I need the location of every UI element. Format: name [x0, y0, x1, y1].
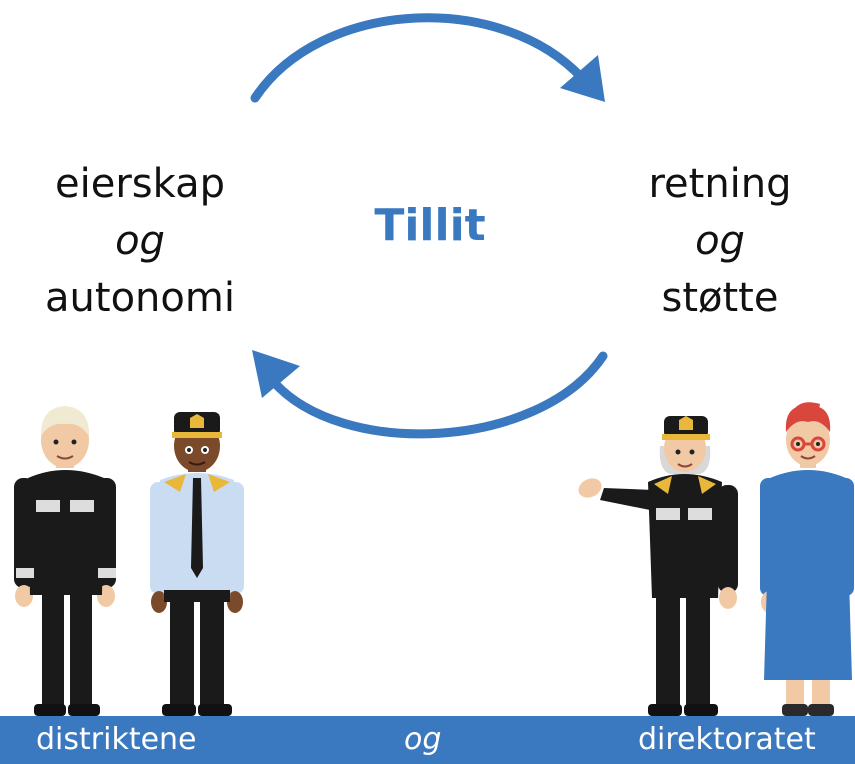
woman-blue-dress-figure [760, 402, 854, 716]
left-label-line3: autonomi [45, 275, 235, 321]
footer-left-label: distriktene [36, 722, 197, 757]
officer-light-shirt-figure [150, 412, 244, 716]
senior-officer-waving-figure [578, 416, 738, 716]
footer-right-label: direktoratet [638, 722, 816, 757]
cycle-arrow-bottom-icon [252, 350, 608, 439]
right-label-block: retning og støtte [610, 156, 830, 327]
right-label-line2: og [695, 218, 745, 264]
bottom-bar: distriktene og direktoratet [0, 716, 855, 764]
left-label-line1: eierskap [55, 161, 225, 207]
cycle-arrow-top-icon [250, 13, 605, 103]
right-label-line3: støtte [661, 275, 779, 321]
right-label-line1: retning [648, 161, 792, 207]
left-label-line2: og [115, 218, 165, 264]
police-officer-figure [14, 406, 116, 716]
left-label-block: eierskap og autonomi [20, 156, 260, 327]
center-title: Tillit [374, 200, 486, 251]
footer-middle-label: og [404, 722, 442, 757]
